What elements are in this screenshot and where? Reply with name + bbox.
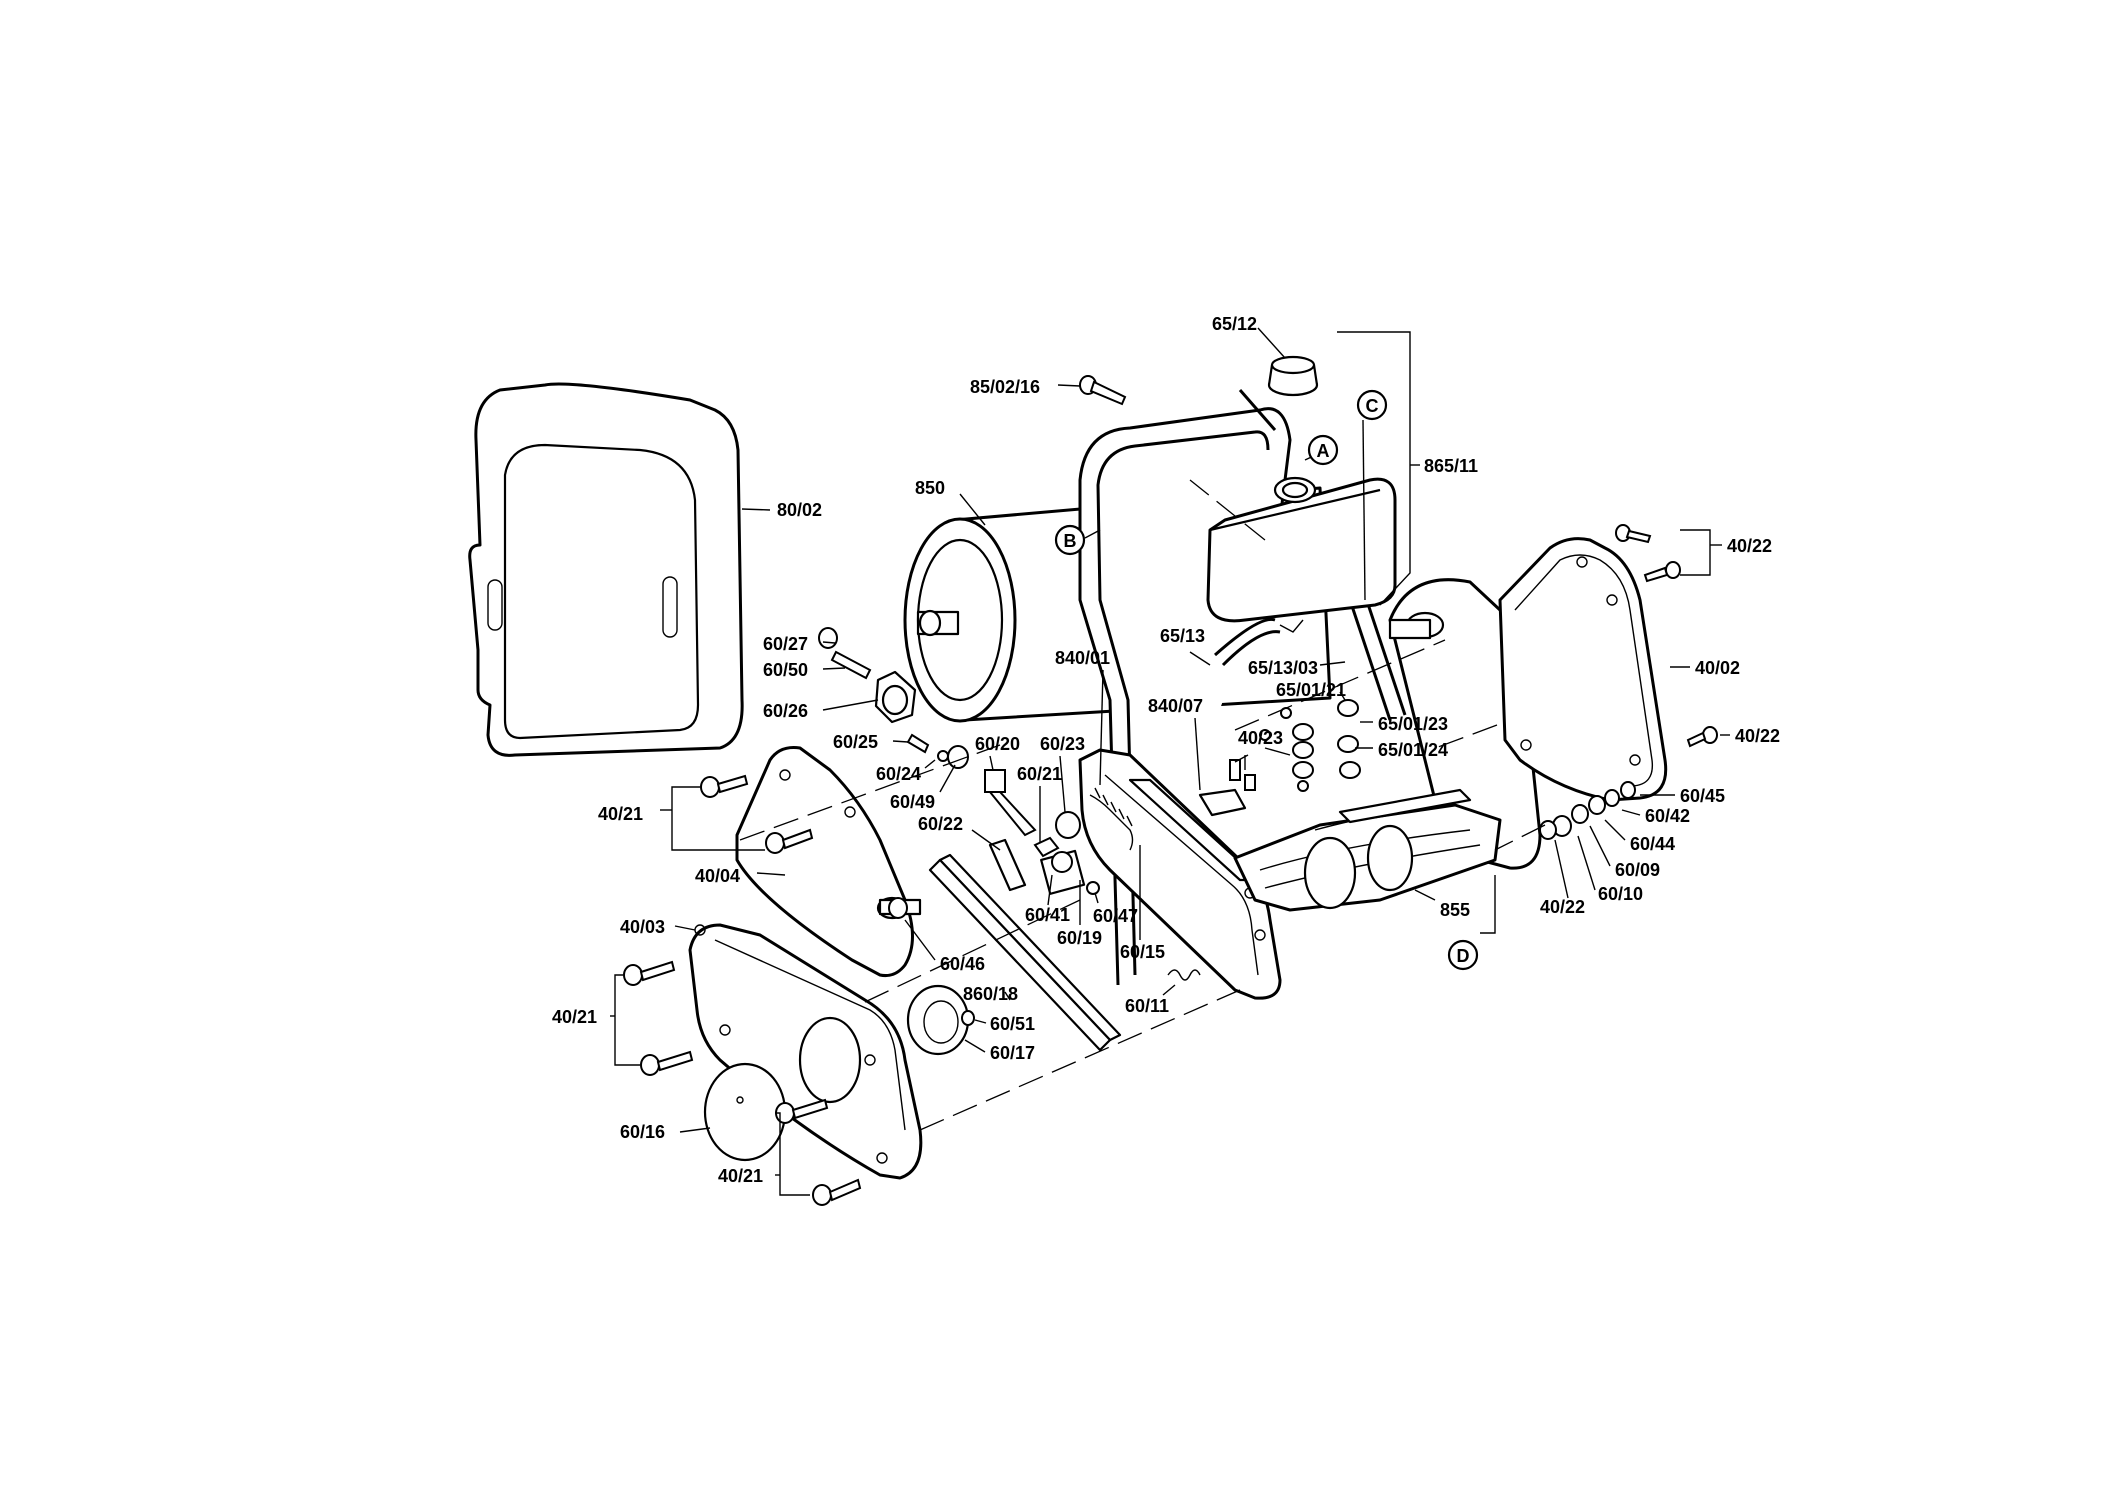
label-840-07: 840/07 <box>1148 696 1203 716</box>
cutter-cylinder <box>1233 788 1502 912</box>
label-40-22-top: 40/22 <box>1727 536 1772 556</box>
label-85-02-16: 85/02/16 <box>970 377 1040 397</box>
marker-d-label: D <box>1457 946 1470 966</box>
label-80-02: 80/02 <box>777 500 822 520</box>
screws <box>623 375 1718 1206</box>
label-60-44: 60/44 <box>1630 834 1675 854</box>
label-850: 850 <box>915 478 945 498</box>
marker-d: D <box>1447 939 1479 971</box>
disc-60-17 <box>906 984 970 1056</box>
label-65-12: 65/12 <box>1212 314 1257 334</box>
label-60-19: 60/19 <box>1057 928 1102 948</box>
label-65-13-03: 65/13/03 <box>1248 658 1318 678</box>
label-60-49: 60/49 <box>890 792 935 812</box>
assembly-lines <box>739 479 1546 1131</box>
label-60-46: 60/46 <box>940 954 985 974</box>
label-40-21-c: 40/21 <box>718 1166 763 1186</box>
right-cover <box>1498 537 1668 802</box>
label-60-17: 60/17 <box>990 1043 1035 1063</box>
label-865-11: 865/11 <box>1424 456 1478 476</box>
marker-b: B <box>1054 524 1086 556</box>
label-60-10: 60/10 <box>1598 884 1643 904</box>
label-60-21: 60/21 <box>1017 764 1062 784</box>
label-40-02: 40/02 <box>1695 658 1740 678</box>
marker-a: A <box>1307 434 1339 466</box>
label-860-18: 860/18 <box>963 984 1018 1004</box>
label-60-20: 60/20 <box>975 734 1020 754</box>
fuel-tank <box>1206 355 1397 623</box>
label-40-21-a: 40/21 <box>598 804 643 824</box>
label-60-23: 60/23 <box>1040 734 1085 754</box>
grass-box <box>468 382 744 757</box>
label-60-25: 60/25 <box>833 732 878 752</box>
label-60-11: 60/11 <box>1125 996 1169 1016</box>
marker-b-label: B <box>1064 531 1077 551</box>
label-60-42: 60/42 <box>1645 806 1690 826</box>
label-60-27: 60/27 <box>763 634 808 654</box>
leader-lines <box>610 327 1730 1196</box>
marker-c-label: C <box>1366 396 1379 416</box>
label-40-04: 40/04 <box>695 866 740 886</box>
label-60-15: 60/15 <box>1120 942 1165 962</box>
label-60-16: 60/16 <box>620 1122 665 1142</box>
label-60-45: 60/45 <box>1680 786 1725 806</box>
label-60-24: 60/24 <box>876 764 921 784</box>
label-65-01-23: 65/01/23 <box>1378 714 1448 734</box>
label-65-13: 65/13 <box>1160 626 1205 646</box>
disc-60-16 <box>703 1062 787 1162</box>
label-65-01-24: 65/01/24 <box>1378 740 1448 760</box>
marker-c: C <box>1356 389 1388 421</box>
label-60-51: 60/51 <box>990 1014 1035 1034</box>
label-40-03: 40/03 <box>620 917 665 937</box>
part-labels: 65/12 85/02/16 865/11 850 80/02 40/22 40… <box>552 314 1780 1186</box>
label-40-22-bottom: 40/22 <box>1540 897 1585 917</box>
label-60-09: 60/09 <box>1615 860 1660 880</box>
label-60-47: 60/47 <box>1093 906 1138 926</box>
label-60-50: 60/50 <box>763 660 808 680</box>
label-65-01-21: 65/01/21 <box>1276 680 1346 700</box>
bar-860-18 <box>928 853 1122 1052</box>
label-840-01: 840/01 <box>1055 648 1110 668</box>
label-60-22: 60/22 <box>918 814 963 834</box>
label-40-23: 40/23 <box>1238 728 1283 748</box>
label-40-21-b: 40/21 <box>552 1007 597 1027</box>
label-855: 855 <box>1440 900 1470 920</box>
label-40-22-right: 40/22 <box>1735 726 1780 746</box>
label-60-41: 60/41 <box>1025 905 1070 925</box>
left-outer-cover <box>688 923 923 1180</box>
label-60-26: 60/26 <box>763 701 808 721</box>
marker-a-label: A <box>1317 441 1330 461</box>
